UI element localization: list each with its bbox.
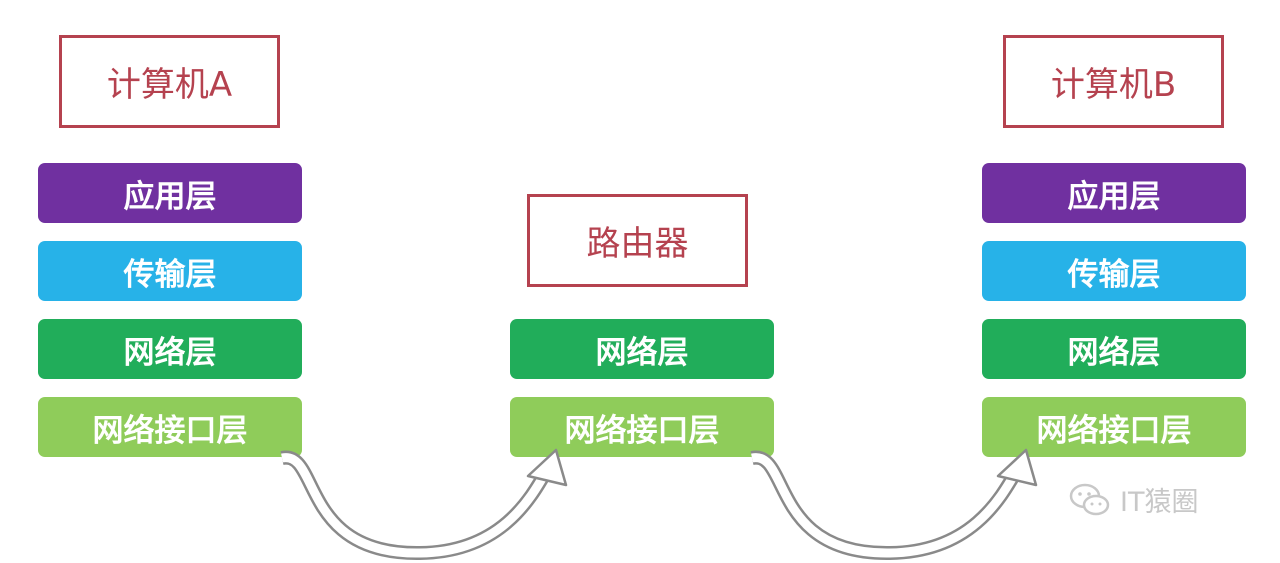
computer-b-application-layer: 应用层 [982, 163, 1246, 223]
computer-a-interface-layer: 网络接口层 [38, 397, 302, 457]
computer-b-title: 计算机B [1003, 35, 1224, 128]
arrow-router-to-b [750, 448, 1038, 561]
arrow-a-to-router [280, 448, 568, 561]
computer-a-network-layer: 网络层 [38, 319, 302, 379]
router-network-layer-label: 网络层 [595, 334, 689, 371]
router-title-text: 路由器 [586, 224, 689, 264]
computer-a-title-text: 计算机A [106, 65, 233, 105]
watermark: IT猿圈 [1068, 480, 1198, 519]
router-network-layer: 网络层 [510, 319, 774, 379]
computer-b-application-layer-label: 应用层 [1067, 178, 1161, 215]
computer-a-application-layer: 应用层 [38, 163, 302, 223]
computer-a-title: 计算机A [59, 35, 280, 128]
router-interface-layer: 网络接口层 [510, 397, 774, 457]
computer-b-interface-layer: 网络接口层 [982, 397, 1246, 457]
computer-a-transport-layer-label: 传输层 [123, 256, 217, 293]
computer-a-application-layer-label: 应用层 [123, 178, 217, 215]
wechat-icon [1069, 483, 1110, 515]
computer-b-interface-layer-label: 网络接口层 [1036, 412, 1192, 449]
computer-b-transport-layer: 传输层 [982, 241, 1246, 301]
computer-a-interface-layer-label: 网络接口层 [92, 412, 248, 449]
computer-b-transport-layer-label: 传输层 [1067, 256, 1161, 293]
computer-a-transport-layer: 传输层 [38, 241, 302, 301]
computer-b-network-layer-label: 网络层 [1067, 334, 1161, 371]
router-title: 路由器 [527, 194, 748, 287]
computer-b-network-layer: 网络层 [982, 319, 1246, 379]
watermark-text: IT猿圈 [1120, 487, 1199, 518]
computer-b-title-text: 计算机B [1050, 65, 1177, 105]
router-interface-layer-label: 网络接口层 [564, 412, 720, 449]
computer-a-network-layer-label: 网络层 [123, 334, 217, 371]
